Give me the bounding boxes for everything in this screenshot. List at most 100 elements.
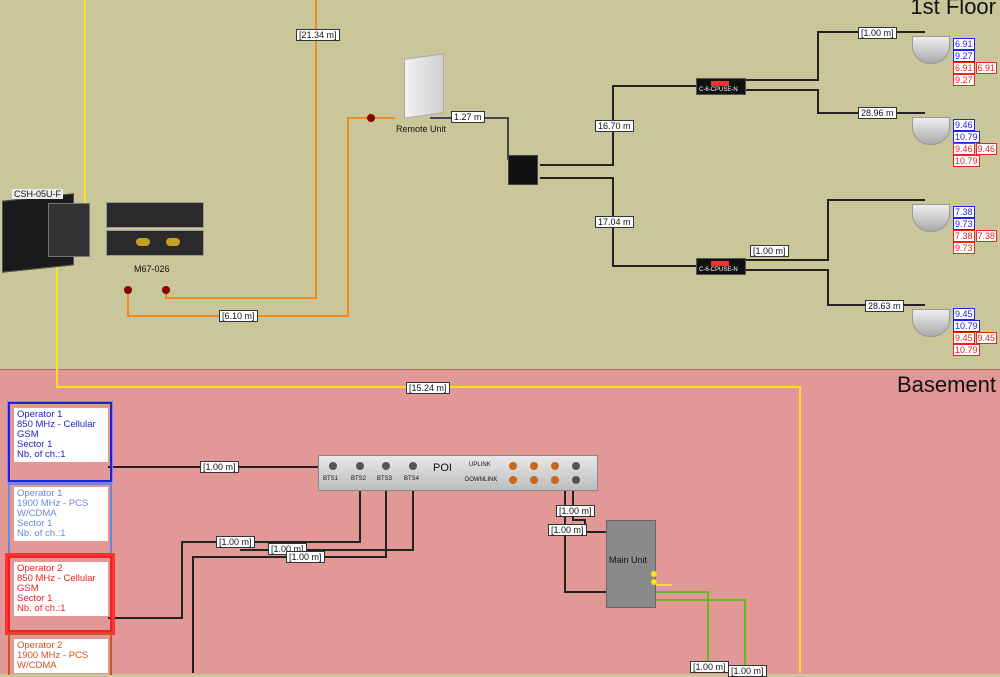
op-line: Operator 1 xyxy=(17,488,63,499)
cable-label: 1.27 m xyxy=(451,111,485,123)
floor-lower-title: Basement xyxy=(896,372,996,397)
cable-label: 28.63 m xyxy=(865,300,904,312)
cable-label: [6.10 m] xyxy=(219,310,258,322)
op-line: Operator 2 xyxy=(17,563,63,574)
cable-coupler2-a[interactable] xyxy=(745,199,925,261)
op-line: Sector 1 xyxy=(17,439,53,450)
antenna-icon[interactable] xyxy=(912,36,950,64)
poi-port-label: BTS3 xyxy=(377,476,393,482)
op-line: 1900 MHz - PCS xyxy=(17,498,89,509)
ant2-red-0: 9.46 xyxy=(953,143,975,155)
op-line: Operator 1 xyxy=(17,409,63,420)
antenna-icon[interactable] xyxy=(912,204,950,232)
cable-orange-6m[interactable] xyxy=(127,117,395,317)
operator-box-3[interactable]: Operator 2 850 MHz - Cellular GSM Sector… xyxy=(8,556,112,632)
op-line: W/CDMA xyxy=(17,660,57,671)
poi-port[interactable] xyxy=(572,462,580,470)
poi-box[interactable]: BTS1 BTS2 BTS3 BTS4 POI UPLINK DOWNLINK xyxy=(318,455,598,491)
operator-2-text: Operator 1 1900 MHz - PCS W/CDMA Sector … xyxy=(14,487,108,541)
poi-port[interactable] xyxy=(409,462,417,470)
op-line: W/CDMA xyxy=(17,508,57,519)
ant3-red-2: 9.73 xyxy=(953,242,975,254)
cable-label: [1.00 m] xyxy=(858,27,897,39)
poi-port[interactable] xyxy=(572,476,580,484)
main-unit[interactable]: Main Unit xyxy=(606,520,657,608)
module-port-icon xyxy=(136,238,150,246)
splitter-icon[interactable] xyxy=(508,155,538,185)
ant1-red-1: 6.91 xyxy=(975,62,998,74)
cable-green-2[interactable] xyxy=(655,599,746,673)
antenna-icon[interactable] xyxy=(912,117,950,145)
op-line: Nb. of ch.:1 xyxy=(17,449,66,460)
coupler-2[interactable]: C-6-CPUSE-N xyxy=(696,258,746,275)
cable-bts3[interactable] xyxy=(192,467,387,673)
poi-port[interactable] xyxy=(530,476,538,484)
source-device[interactable]: CSH-05U-F xyxy=(2,189,100,273)
cable-label: [1.00 m] xyxy=(548,524,587,536)
cable-label: [1.00 m] xyxy=(750,245,789,257)
coupler-2-label: C-6-CPUSE-N xyxy=(699,267,738,273)
op-line: 850 MHz - Cellular xyxy=(17,419,96,430)
cable-coupler1-a[interactable] xyxy=(745,31,925,81)
floor-lower: Basement xyxy=(0,369,1000,674)
coupler-logo-icon xyxy=(711,261,729,266)
op-line: Sector 1 xyxy=(17,518,53,529)
module-panel-bottom xyxy=(106,230,204,256)
poi-uplink-label: UPLINK xyxy=(469,462,491,468)
poi-port[interactable] xyxy=(356,462,364,470)
op-line: GSM xyxy=(17,583,39,594)
main-unit-label: Main Unit xyxy=(609,555,648,565)
poi-port[interactable] xyxy=(551,476,559,484)
poi-port[interactable] xyxy=(382,462,390,470)
cable-green-1[interactable] xyxy=(655,591,709,673)
operator-3-text: Operator 2 850 MHz - Cellular GSM Sector… xyxy=(14,562,108,616)
cable-op2-poi[interactable] xyxy=(108,467,361,619)
ant3-red-0: 7.38 xyxy=(953,230,975,242)
source-label: CSH-05U-F xyxy=(12,189,64,199)
coupler-1[interactable]: C-6-CPUSE-N xyxy=(696,78,746,95)
floor-upper: 1st Floor xyxy=(910,0,996,19)
ant4-blue-0: 9.45 xyxy=(953,308,975,320)
poi-port[interactable] xyxy=(509,476,517,484)
cable-label: [1.00 m] xyxy=(286,551,325,563)
remote-unit-icon[interactable] xyxy=(404,53,444,119)
operator-box-4[interactable]: Operator 2 1900 MHz - PCS W/CDMA xyxy=(8,633,112,675)
power-module[interactable] xyxy=(106,202,204,257)
ant1-blue-1: 9.27 xyxy=(953,50,975,62)
operator-box-1[interactable]: Operator 1 850 MHz - Cellular GSM Sector… xyxy=(8,402,112,482)
module-port-icon xyxy=(166,238,180,246)
floor-upper-title: 1st Floor xyxy=(910,0,996,19)
ant2-red-2: 10.79 xyxy=(953,155,980,167)
ant4-red-1: 9.45 xyxy=(975,332,998,344)
cable-label: [1.00 m] xyxy=(690,661,729,673)
ant3-blue-1: 9.73 xyxy=(953,218,975,230)
ant1-red-0: 6.91 xyxy=(953,62,975,74)
antenna-icon[interactable] xyxy=(912,309,950,337)
poi-port[interactable] xyxy=(509,462,517,470)
ant4-red-0: 9.45 xyxy=(953,332,975,344)
cable-coupler1-b[interactable] xyxy=(745,89,925,114)
operator-box-2[interactable]: Operator 1 1900 MHz - PCS W/CDMA Sector … xyxy=(8,483,112,555)
poi-port[interactable] xyxy=(329,462,337,470)
op-line: Operator 2 xyxy=(17,640,63,651)
poi-downlink-label: DOWNLINK xyxy=(465,477,498,483)
cable-downlink[interactable] xyxy=(564,480,608,593)
op-line: Sector 1 xyxy=(17,593,53,604)
poi-port[interactable] xyxy=(551,462,559,470)
op-line: GSM xyxy=(17,429,39,440)
cable-yellow-15m[interactable] xyxy=(56,230,801,673)
op-line: 1900 MHz - PCS xyxy=(17,650,89,661)
source-rack-front xyxy=(48,203,90,257)
cable-label: [15.24 m] xyxy=(406,382,450,394)
poi-port-label: BTS1 xyxy=(323,476,339,482)
remote-unit-label: Remote Unit xyxy=(396,124,447,134)
cable-uplink[interactable] xyxy=(572,467,608,533)
connector-dot xyxy=(124,286,132,294)
cable-label: 17.04 m xyxy=(595,216,634,228)
poi-port-label: BTS4 xyxy=(404,476,420,482)
ant4-red-2: 10.79 xyxy=(953,344,980,356)
poi-port[interactable] xyxy=(530,462,538,470)
cable-label: [21.34 m] xyxy=(296,29,340,41)
